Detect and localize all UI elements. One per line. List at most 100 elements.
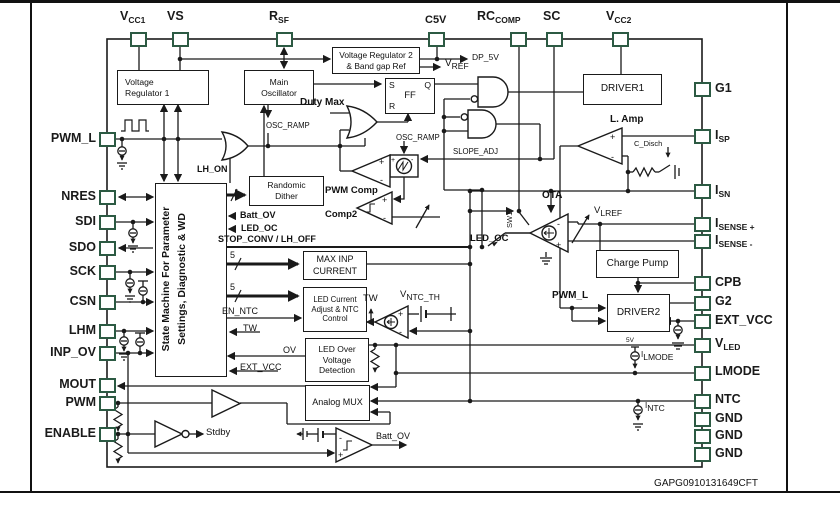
- pin-sc: [546, 32, 563, 47]
- pin-label-sck: SCK: [69, 264, 96, 278]
- signal-intc: INTC: [645, 401, 665, 413]
- pin-pwml: [99, 132, 116, 147]
- block-max-inp-current: MAX INP CURRENT: [303, 251, 367, 280]
- junction-dots: [115, 56, 681, 437]
- pin-mout: [99, 378, 116, 393]
- pin-isn: [694, 184, 711, 199]
- pin-label-isn: ISN: [715, 183, 731, 199]
- and-gate-2: [460, 109, 497, 139]
- linear-amplifier: + -: [576, 126, 623, 166]
- block-led-over-voltage: LED Over Voltage Detection: [305, 338, 369, 382]
- signal-dp5v: DP_5V: [472, 52, 499, 62]
- figure-code: GAPG0910131649CFT: [654, 478, 758, 489]
- pin-nres: [99, 190, 116, 205]
- pin-vs: [172, 32, 189, 47]
- pin-sdi: [99, 215, 116, 230]
- battov-comparator: - +: [335, 426, 374, 464]
- svg-text:+: +: [338, 450, 343, 460]
- pin-inpov: [99, 346, 116, 361]
- pin-pwm: [99, 396, 116, 411]
- signal-led-oc-sm: LED_OC: [241, 223, 278, 233]
- pin-isp: [694, 129, 711, 144]
- pin-lmode: [694, 366, 711, 381]
- ff-set-label: S: [389, 80, 395, 90]
- pin-vled: [694, 338, 711, 353]
- pin-label-vs: VS: [167, 9, 184, 23]
- signal-vntc-th: VNTC_TH: [400, 289, 440, 302]
- pin-gnd3: [694, 447, 711, 462]
- pin-label-sdi: SDI: [75, 214, 96, 228]
- svg-text:-: -: [399, 327, 402, 337]
- svg-text:-: -: [611, 152, 614, 162]
- svg-text:-: -: [339, 433, 342, 443]
- state-machine-label: State Machine For Parameter Settings, Di…: [160, 206, 189, 352]
- pin-g1: [694, 82, 711, 97]
- pin-label-g2: G2: [715, 294, 732, 308]
- ota-amplifier: - +: [487, 212, 569, 254]
- pin-label-rsf: RSF: [269, 9, 289, 25]
- block-charge-pump: Charge Pump: [596, 250, 679, 278]
- signal-pwm-comp: PWM Comp: [325, 185, 378, 196]
- pin-gnd1: [694, 412, 711, 427]
- ls-buffer: [211, 388, 242, 419]
- block-analog-mux: Analog MUX: [305, 385, 370, 421]
- block-led-current-adjust: LED Current Adjust & NTC Control: [303, 287, 367, 332]
- pin-gnd2: [694, 429, 711, 444]
- pin-label-gnd3: GND: [715, 446, 743, 460]
- block-driver2: DRIVER2: [607, 294, 670, 332]
- pin-rsf: [276, 32, 293, 47]
- pin-label-vcc2: VCC2: [606, 9, 632, 25]
- ff-label: FF: [404, 89, 416, 101]
- signal-slope-adj: SLOPE_ADJ: [453, 147, 499, 156]
- or-gate-pwml: [220, 131, 249, 161]
- svg-text:-: -: [557, 219, 560, 229]
- signal-bus5-a: 5: [230, 250, 236, 260]
- pin-g2: [694, 296, 711, 311]
- pin-label-lmode: LMODE: [715, 364, 761, 378]
- signal-batt-ov-out: Batt_OV: [376, 431, 411, 441]
- pin-rccomp: [510, 32, 527, 47]
- signal-5v: 5V: [626, 337, 634, 344]
- pin-label-nres: NRES: [61, 189, 96, 203]
- page-frame: [0, 0, 840, 493]
- pin-lhm: [99, 324, 116, 339]
- pin-label-isense-minus: ISENSE -: [715, 233, 753, 249]
- pin-label-c5v: C5V: [425, 14, 447, 26]
- pin-label-extvcc: EXT_VCC: [715, 313, 773, 327]
- signal-ov: OV: [283, 345, 297, 355]
- pin-label-rccomp: RCCOMP: [477, 9, 521, 25]
- svg-text:+: +: [556, 240, 561, 250]
- pin-label-vcc1: VCC1: [120, 9, 146, 25]
- pin-label-sc: SC: [543, 9, 561, 23]
- pin-label-inpov: INP_OV: [50, 345, 96, 359]
- pin-sdo: [99, 241, 116, 256]
- pin-label-lhm: LHM: [68, 323, 96, 337]
- signal-bus5-b: 5: [230, 282, 236, 292]
- signal-comp2: Comp2: [325, 209, 358, 220]
- svg-text:+: +: [379, 157, 384, 167]
- svg-text:-: -: [411, 157, 414, 164]
- svg-text:+: +: [610, 132, 615, 142]
- pin-isense-plus: [694, 217, 711, 232]
- pin-label-isp: ISP: [715, 128, 730, 144]
- signal-ext-vcc-sm: EXT_VCC: [240, 362, 282, 372]
- signal-pwm-l-driver2: PWM_L: [552, 290, 589, 301]
- signal-batt-ov-sm: Batt_OV: [240, 210, 276, 220]
- ntc-comparator: + -: [373, 304, 409, 340]
- svg-text:+: +: [382, 195, 387, 205]
- signal-ilmode: ILMODE: [641, 350, 674, 362]
- block-main-oscillator: Main Oscillator: [244, 70, 314, 105]
- block-state-machine: [155, 183, 227, 377]
- pin-vcc1: [130, 32, 147, 47]
- pin-sck: [99, 265, 116, 280]
- signal-vref: VREF: [445, 58, 469, 71]
- pin-vcc2: [612, 32, 629, 47]
- pin-csn: [99, 295, 116, 310]
- block-flip-flop: S Q R FF: [385, 78, 435, 114]
- pin-label-cpb: CPB: [715, 275, 742, 289]
- pin-label-pwm: PWM: [65, 395, 96, 409]
- signal-duty-max: Duty Max: [300, 97, 345, 108]
- pin-label-enable: ENABLE: [44, 426, 96, 440]
- signal-c-disch: C_Disch: [634, 139, 663, 148]
